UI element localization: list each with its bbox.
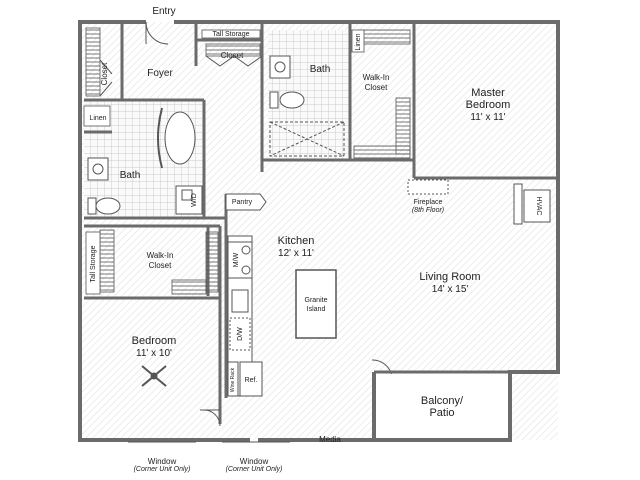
kitchen-size: 12' x 11': [278, 248, 314, 259]
fireplace-icon: [407, 179, 449, 195]
island-line1: Granite: [305, 297, 328, 304]
shower-icon: [269, 121, 345, 157]
media-label: Media: [319, 435, 341, 444]
entry-label: Entry: [152, 6, 175, 17]
pantry-label: Pantry: [232, 199, 253, 206]
foyer-label: Foyer: [147, 68, 173, 79]
linen-top-label: Linen: [355, 33, 362, 50]
bath-second-label: Bath: [120, 170, 141, 181]
fireplace-label: Fireplace: [414, 199, 443, 206]
granite-island: [295, 269, 337, 339]
kitchen-sink-icon: [231, 289, 249, 313]
ref-label: Ref.: [245, 377, 258, 384]
walkin-second-line1: Walk-In: [147, 251, 174, 260]
walkin-master-line2: Closet: [365, 83, 388, 92]
kitchen-name: Kitchen: [278, 235, 315, 247]
fireplace-note: (8th Floor): [412, 207, 444, 214]
balcony-area: [376, 374, 508, 438]
wine-rack-icon: [227, 361, 239, 397]
wine-rack-label: Wine Rack: [230, 367, 236, 392]
tall-storage-left-label: Tall Storage: [90, 245, 97, 282]
master-toilet-icon: [279, 91, 305, 109]
master-bedroom-name2: Bedroom: [466, 99, 511, 111]
linen-left-label: Linen: [89, 115, 106, 122]
walkin-master-line1: Walk-In: [363, 73, 390, 82]
room-labels: Entry Foyer Closet Closet Tall Storage T…: [89, 6, 542, 473]
mw-label: M/W: [233, 252, 240, 267]
window-left-label: Window: [148, 457, 177, 466]
toilet-icon: [95, 197, 121, 215]
dw-label: D/W: [237, 327, 244, 341]
bath-master-label: Bath: [310, 64, 331, 75]
hvac-label: HVAC: [535, 197, 542, 216]
interior-walls: [84, 22, 558, 424]
island-line2: Island: [307, 306, 326, 313]
dishwasher-icon: [229, 317, 251, 351]
hvac-unit: [523, 189, 551, 223]
wd-label: W/D: [191, 193, 198, 207]
living-name: Living Room: [419, 271, 480, 283]
living-size: 14' x 15': [432, 284, 469, 295]
closet-door-top: [205, 55, 235, 67]
window-right-label: Window: [240, 457, 269, 466]
walkin-second-line2: Closet: [149, 261, 172, 270]
tall-storage-top-label: Tall Storage: [213, 31, 250, 38]
closet-details: [83, 27, 411, 295]
bathtub-icon: [164, 111, 196, 165]
bedroom-name: Bedroom: [132, 335, 177, 347]
balcony-line1: Balcony/: [421, 395, 464, 407]
balcony-line2: Patio: [429, 407, 454, 419]
doors: [99, 21, 510, 440]
fixtures: [87, 55, 551, 397]
bedroom-size: 11' x 10': [136, 348, 172, 359]
refrigerator-icon: [239, 361, 263, 397]
closet-top-label: Closet: [221, 51, 244, 60]
master-bedroom-size: 11' x 11': [470, 112, 505, 123]
master-bedroom-name: Master: [471, 87, 505, 99]
closet-left-label: Closet: [100, 62, 109, 85]
ceiling-fan-icon: [141, 365, 167, 387]
window-left-note: (Corner Unit Only): [134, 466, 191, 473]
window-right-note: (Corner Unit Only): [226, 466, 283, 473]
